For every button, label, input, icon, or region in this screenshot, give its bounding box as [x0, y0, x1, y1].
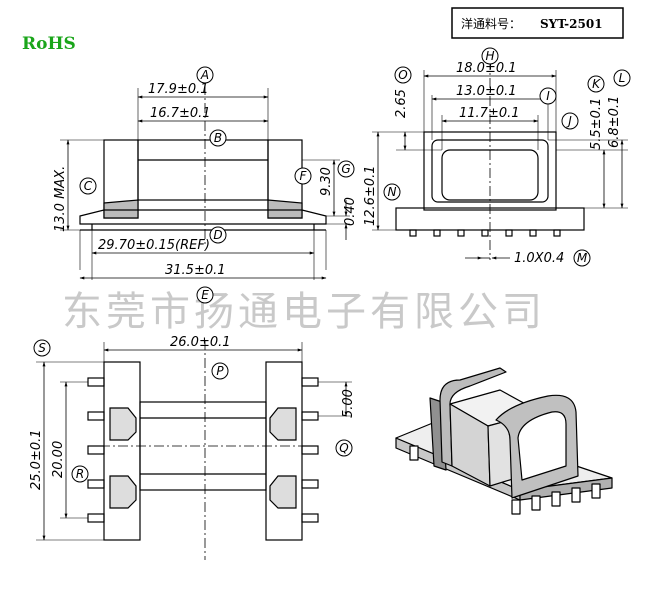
svg-text:B: B — [214, 131, 222, 145]
svg-text:O: O — [398, 68, 407, 82]
dim-s-text: 25.0±0.1 — [29, 429, 44, 490]
dim-p-text: 26.0±0.1 — [170, 335, 231, 350]
svg-text:A: A — [200, 68, 209, 82]
dim-h-text: 18.0±0.1 — [456, 61, 517, 76]
dim-i-text: 13.0±0.1 — [456, 84, 517, 99]
callout-g: G — [337, 160, 355, 178]
callout-d: D — [209, 226, 227, 244]
company-watermark: 东莞市扬通电子有限公司 — [62, 289, 546, 335]
dim-f-text: 9.30 — [319, 167, 334, 196]
svg-text:C: C — [84, 179, 93, 193]
callout-l: L — [613, 69, 631, 87]
callout-k: K — [587, 75, 605, 93]
dim-g-text: 0.40 — [343, 197, 358, 226]
side-view-labels: 18.0±0.1 13.0±0.1 11.7±0.1 2.65 5.5±0.1 … — [363, 47, 631, 267]
dim-b-text: 16.7±0.1 — [150, 106, 211, 121]
dim-d-text: 29.70±0.15(REF) — [98, 238, 210, 253]
svg-text:N: N — [388, 185, 397, 199]
dim-e-text: 31.5±0.1 — [165, 263, 226, 278]
svg-text:M: M — [577, 251, 588, 265]
callout-r: R — [71, 465, 89, 483]
svg-text:D: D — [213, 228, 222, 242]
callout-j: J — [561, 112, 579, 130]
svg-text:P: P — [216, 364, 224, 378]
svg-text:H: H — [485, 49, 494, 63]
callout-q: Q — [335, 439, 353, 457]
dim-a-text: 17.9±0.1 — [148, 82, 209, 97]
callout-e: E — [196, 286, 214, 304]
part-number-label: 洋通料号： — [461, 16, 521, 31]
dim-o-text: 2.65 — [394, 89, 409, 118]
dim-m-text: 1.0X0.4 — [514, 251, 564, 266]
svg-text:S: S — [38, 341, 46, 355]
svg-text:E: E — [201, 288, 209, 302]
top-view — [36, 340, 352, 560]
part-number-box: 洋通料号： SYT-2501 — [451, 7, 624, 39]
dim-k-text: 5.5±0.1 — [589, 98, 604, 150]
callout-a: A — [196, 66, 214, 84]
dim-n-text: 12.6±0.1 — [363, 165, 378, 226]
callout-b: B — [209, 129, 227, 147]
callout-p: P — [211, 362, 229, 380]
callout-f: F — [294, 167, 312, 185]
part-number-value: SYT-2501 — [540, 17, 603, 31]
isometric-view — [395, 367, 613, 515]
dim-l-text: 6.8±0.1 — [607, 96, 622, 148]
svg-text:I: I — [546, 89, 550, 103]
svg-text:F: F — [300, 169, 308, 183]
dim-c-text: 13.0 MAX. — [53, 166, 68, 232]
svg-text:G: G — [341, 162, 350, 176]
svg-text:J: J — [566, 114, 572, 128]
dim-r-text: 20.00 — [51, 441, 66, 478]
side-view — [372, 60, 628, 260]
callout-h: H — [481, 47, 499, 65]
callout-o: O — [394, 66, 412, 84]
callout-c: C — [79, 177, 97, 195]
dim-j-text: 11.7±0.1 — [459, 106, 520, 121]
callout-s: S — [33, 339, 51, 357]
top-view-labels: 26.0±0.1 25.0±0.1 20.00 5.00 P Q R S — [29, 335, 356, 490]
svg-text:L: L — [619, 71, 626, 85]
front-view-labels: 17.9±0.1 16.7±0.1 29.70±0.15(REF) 31.5±0… — [53, 66, 358, 304]
svg-text:K: K — [592, 77, 601, 91]
svg-text:Q: Q — [339, 441, 348, 455]
dim-q-text: 5.00 — [341, 389, 356, 418]
callout-m: M — [573, 249, 591, 267]
rohs-label: RoHS — [22, 34, 76, 54]
callout-i: I — [539, 87, 557, 105]
svg-text:R: R — [76, 467, 84, 481]
callout-n: N — [383, 183, 401, 201]
front-view — [60, 85, 350, 280]
